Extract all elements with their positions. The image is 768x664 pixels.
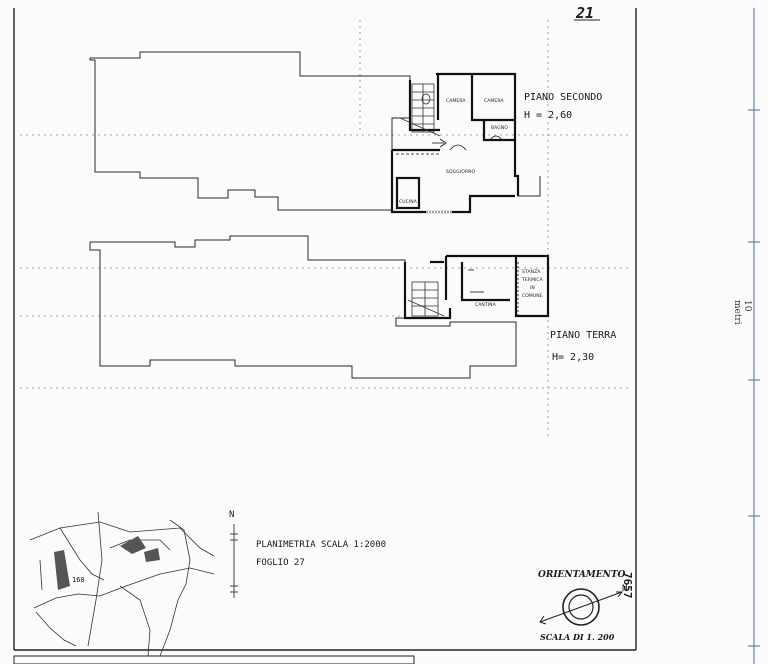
- orientation-scale-caption: SCALA DI 1. 200: [540, 632, 615, 642]
- ground-floor-height: H= 2,30: [552, 352, 595, 363]
- ground-floor-title: PIANO TERRA: [550, 330, 617, 341]
- scale-bar-label: 10 metri: [732, 300, 752, 325]
- lower-unit-walls: [403, 254, 550, 320]
- orientation-compass: [539, 588, 624, 626]
- lower-openings: [468, 262, 519, 316]
- site-plan-parcels: [54, 536, 160, 590]
- parcel-number: 160: [72, 576, 85, 584]
- room-label: CAMERA: [484, 99, 504, 104]
- orientation-side-note: 7657: [621, 572, 634, 599]
- orientation-title: ORIENTAMENTO: [538, 570, 626, 580]
- thermal-room-label-line: IN: [530, 286, 535, 291]
- dotted-guides: [20, 20, 630, 440]
- thermal-room-label-line: STANZA: [522, 270, 541, 275]
- upper-stair: [399, 83, 441, 137]
- site-plan-map: [29, 511, 215, 657]
- site-plan-scale-caption: PLANIMETRIA SCALA 1:2000: [256, 540, 387, 550]
- upper-openings: [396, 135, 503, 213]
- room-label: SOGGIORNO: [446, 170, 476, 175]
- room-label: CUCINA: [399, 200, 417, 205]
- upper-unit-walls: [390, 72, 520, 214]
- site-north-label: N: [229, 510, 235, 520]
- page-number: 21: [576, 4, 595, 22]
- bottom-strip: [13, 655, 415, 664]
- site-north-arrow: [230, 524, 238, 598]
- upper-floor-title: PIANO SECONDO: [524, 92, 603, 103]
- orientation-north-label: N: [622, 584, 628, 594]
- sheet-frame: [13, 8, 637, 651]
- upper-floor-height: H = 2,60: [524, 110, 573, 121]
- lower-stair: [407, 281, 445, 317]
- scale-bar: [748, 8, 760, 664]
- room-label: CANTINA: [475, 303, 496, 308]
- site-plan-sheet-caption: FOGLIO 27: [256, 558, 305, 568]
- room-label: CAMERA: [446, 99, 466, 104]
- thermal-room-label-line: TERMICA: [522, 278, 543, 283]
- lower-building-outline: [89, 235, 517, 379]
- thermal-room-label-line: COMUNE: [522, 294, 543, 299]
- room-label: BAGNO: [491, 126, 508, 131]
